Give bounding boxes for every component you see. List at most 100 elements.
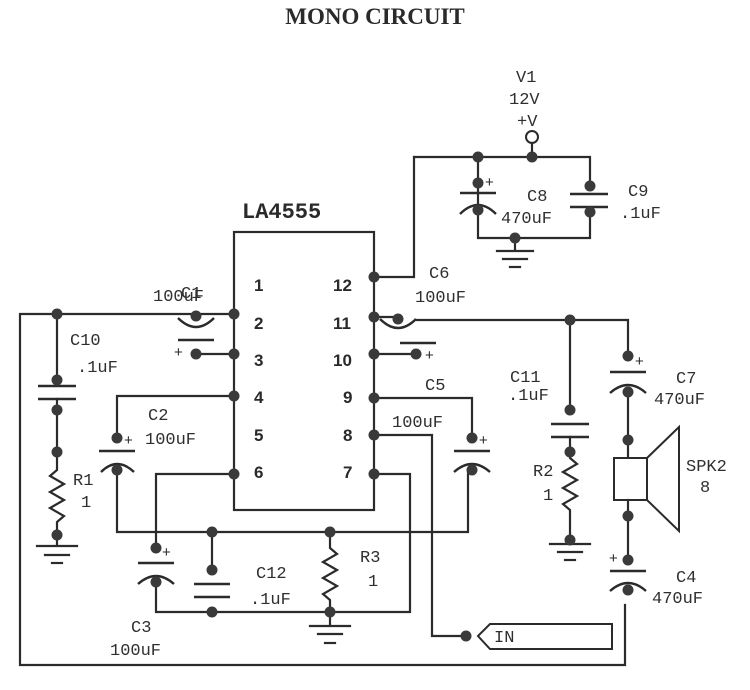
junction-dot bbox=[368, 468, 380, 480]
junction-dot bbox=[51, 404, 63, 416]
junction-dot bbox=[526, 151, 538, 163]
C11-value: .1uF bbox=[508, 387, 549, 406]
pin-label: 7 bbox=[343, 463, 352, 482]
junction-dot bbox=[51, 308, 63, 320]
pin-label: 10 bbox=[333, 351, 352, 370]
input-port-shape bbox=[476, 623, 613, 650]
C12-value: .1uF bbox=[250, 591, 291, 610]
bottom-section: + C12 .1uF R3 1 C3 100uF bbox=[110, 472, 412, 661]
C3-value: 100uF bbox=[110, 642, 161, 661]
junction-dot bbox=[622, 554, 634, 566]
junction-dot bbox=[228, 390, 240, 402]
junction-dot bbox=[324, 526, 336, 538]
pin-label: 2 bbox=[254, 314, 263, 333]
c2-section: + C2 100uF bbox=[99, 394, 470, 534]
input-port-label: IN bbox=[494, 629, 514, 648]
junction-dot bbox=[584, 180, 596, 192]
speaker-cone-icon bbox=[646, 424, 680, 534]
pin-label: 1 bbox=[254, 276, 263, 295]
pin-label: 8 bbox=[343, 426, 352, 445]
polarity-mark: + bbox=[485, 174, 494, 191]
C8-value: 470uF bbox=[501, 210, 552, 229]
junction-dot bbox=[564, 314, 576, 326]
C12-name: C12 bbox=[256, 565, 287, 584]
C11-name: C11 bbox=[510, 369, 541, 388]
junction-dot bbox=[368, 348, 380, 360]
pin-label: 11 bbox=[333, 314, 351, 333]
junction-dot bbox=[564, 404, 576, 416]
junction-dot bbox=[228, 308, 240, 320]
polarity-mark: + bbox=[479, 432, 488, 449]
C9-value: .1uF bbox=[620, 205, 661, 224]
C2-value: 100uF bbox=[145, 431, 196, 450]
junction-dot bbox=[466, 464, 478, 476]
junction-dot bbox=[368, 392, 380, 404]
junction-dot bbox=[206, 606, 218, 618]
ic-body bbox=[232, 230, 376, 512]
diagram-title: MONO CIRCUIT bbox=[285, 4, 465, 29]
junction-dot bbox=[368, 271, 380, 283]
junction-dot bbox=[324, 606, 336, 618]
junction-dot bbox=[206, 564, 218, 576]
ic-left-pins: 1 2 3 4 5 6 bbox=[254, 276, 264, 482]
SPK2-value: 8 bbox=[700, 479, 710, 498]
C5-name: C5 bbox=[425, 377, 445, 396]
polarity-mark: + bbox=[124, 432, 133, 449]
supply-voltage: 12V bbox=[509, 91, 540, 110]
junction-dot bbox=[190, 310, 202, 322]
pin-label: 6 bbox=[254, 463, 263, 482]
supply-terminal: +V bbox=[517, 113, 538, 132]
junction-dot bbox=[190, 348, 202, 360]
polarity-mark: + bbox=[635, 353, 644, 370]
junction-dot bbox=[368, 429, 380, 441]
R2-name: R2 bbox=[533, 463, 553, 482]
pin-label: 3 bbox=[254, 351, 263, 370]
ic-right-pins: 12 11 10 9 8 7 bbox=[333, 276, 352, 482]
C9-name: C9 bbox=[628, 183, 648, 202]
R1-name: R1 bbox=[73, 472, 93, 491]
polarity-mark: + bbox=[174, 344, 183, 361]
C7-value: 470uF bbox=[654, 391, 705, 410]
SPK2-name: SPK2 bbox=[686, 458, 727, 477]
junction-dot bbox=[584, 206, 596, 218]
C4-name: C4 bbox=[676, 569, 696, 588]
C7-name: C7 bbox=[676, 370, 696, 389]
junction-dot bbox=[111, 432, 123, 444]
C10-name: C10 bbox=[70, 332, 101, 351]
junction-dot bbox=[622, 434, 634, 446]
pin-label: 5 bbox=[254, 426, 263, 445]
junction-dot bbox=[51, 446, 63, 458]
supply-terminal-icon bbox=[525, 130, 539, 144]
C4-value: 470uF bbox=[652, 590, 703, 609]
junction-dot bbox=[564, 534, 576, 546]
junction-dot bbox=[228, 468, 240, 480]
junction-dot bbox=[368, 311, 380, 323]
junction-dots bbox=[51, 151, 634, 642]
polarity-mark: + bbox=[425, 347, 434, 364]
C6-name: C6 bbox=[429, 265, 449, 284]
supply-section: V1 12V +V + C8 470uF C9 .1uF bbox=[372, 69, 661, 279]
junction-dot bbox=[150, 542, 162, 554]
left-section: + C1 100uF 100uF C10 .1uF R1 1 bbox=[18, 285, 627, 667]
ic-name: LA4555 bbox=[242, 200, 321, 225]
junction-dot bbox=[51, 374, 63, 386]
C8-name: C8 bbox=[527, 188, 547, 207]
C10-value: .1uF bbox=[77, 359, 118, 378]
junction-dot bbox=[564, 446, 576, 458]
C2-name: C2 bbox=[148, 407, 168, 426]
junction-dot bbox=[622, 584, 634, 596]
pin-label: 4 bbox=[254, 388, 264, 407]
junction-dot bbox=[228, 348, 240, 360]
junction-dot bbox=[472, 177, 484, 189]
pin-label: 12 bbox=[333, 276, 352, 295]
junction-dot bbox=[410, 348, 422, 360]
junction-dot bbox=[466, 432, 478, 444]
C5-value: 100uF bbox=[392, 414, 443, 433]
right-section: + C6 100uF + C5 100uF IN C11 .1uF R2 1 +… bbox=[372, 265, 727, 650]
junction-dot bbox=[472, 204, 484, 216]
junction-dot bbox=[472, 151, 484, 163]
speaker-icon bbox=[613, 457, 648, 501]
supply-name: V1 bbox=[516, 69, 536, 88]
junction-dot bbox=[51, 529, 63, 541]
